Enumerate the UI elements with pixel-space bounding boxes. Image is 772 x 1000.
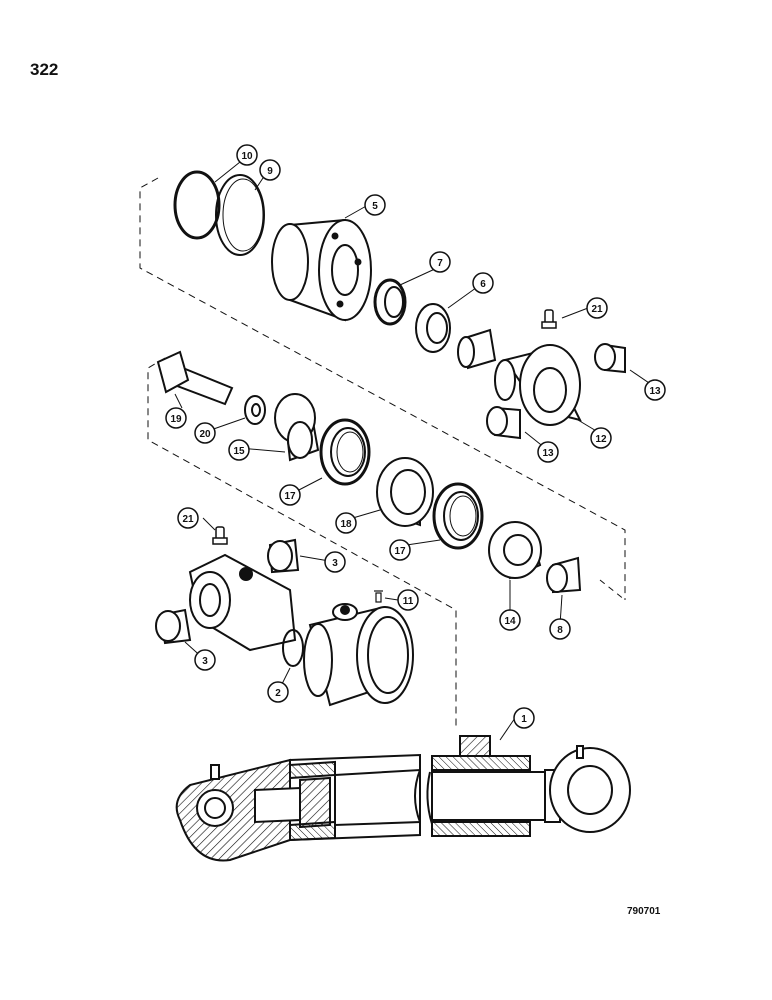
gland-part-5 — [271, 218, 372, 322]
dashed-group-outline-upper — [139, 177, 626, 600]
callout-label: 21 — [182, 514, 194, 525]
callout-8: 8 — [549, 618, 571, 640]
callout-label: 9 — [267, 166, 273, 177]
callout-19: 19 — [165, 407, 187, 429]
callout-label: 8 — [557, 625, 563, 636]
callout-label: 17 — [284, 491, 296, 502]
callout-label: 19 — [170, 414, 182, 425]
callout-14: 14 — [499, 609, 521, 631]
callout-11: 11 — [397, 589, 419, 611]
callout-label: 17 — [394, 546, 406, 557]
assembled-cylinder-section — [175, 735, 631, 862]
grease-fitting-part-21-lower — [212, 526, 228, 545]
callout-label: 10 — [241, 151, 253, 162]
callout-10: 10 — [236, 144, 258, 166]
callout-9: 9 — [259, 159, 281, 181]
plug-part-11 — [374, 590, 383, 603]
callout-label: 20 — [199, 429, 211, 440]
bolt-part-19 — [156, 350, 234, 406]
callout-7: 7 — [429, 251, 451, 273]
page-number: 322 — [30, 60, 59, 79]
bushing-part-3-lower — [155, 608, 192, 645]
callout-21-lower: 21 — [177, 507, 199, 529]
piston-seal-part-17-left — [319, 418, 371, 486]
callout-label: 2 — [275, 688, 281, 699]
callout-21-upper: 21 — [586, 297, 608, 319]
bushing-part-13-right — [594, 343, 626, 374]
callout-label: 14 — [504, 616, 516, 627]
bushing-part-3-upper — [267, 538, 300, 574]
callout-label: 21 — [591, 304, 603, 315]
callout-3-upper: 3 — [324, 551, 346, 573]
callout-1: 1 — [513, 707, 535, 729]
washer-part-20 — [244, 395, 266, 425]
callout-6: 6 — [472, 272, 494, 294]
piston-seal-part-17-right — [432, 482, 484, 550]
callout-2: 2 — [267, 681, 289, 703]
rod-end-spacer — [457, 328, 497, 370]
callout-17-right: 17 — [389, 539, 411, 561]
wiper-part-6 — [415, 303, 451, 353]
callout-17-left: 17 — [279, 484, 301, 506]
callout-5: 5 — [364, 194, 386, 216]
callout-13-left: 13 — [537, 441, 559, 463]
piston-part-18 — [376, 457, 434, 527]
callout-3-lower: 3 — [194, 649, 216, 671]
callout-label: 5 — [372, 201, 378, 212]
grease-fitting-part-21-upper — [541, 309, 557, 329]
callout-label: 15 — [233, 446, 245, 457]
wear-ring-part-14 — [488, 521, 542, 580]
callout-15: 15 — [228, 439, 250, 461]
backup-ring-part-9 — [215, 174, 265, 256]
callout-label: 1 — [521, 714, 527, 725]
rod-seal-part-7 — [373, 278, 407, 326]
piston-nut-part-15 — [274, 393, 320, 462]
callout-label: 11 — [403, 596, 414, 607]
spacer-part-8 — [546, 556, 582, 594]
callout-label: 18 — [340, 519, 352, 530]
o-ring-part-2 — [282, 629, 304, 667]
callout-20: 20 — [194, 422, 216, 444]
callout-bubbles: 10 9 5 7 6 21 13 13 12 19 20 15 17 18 17… — [165, 144, 666, 729]
cylinder-base-cap — [188, 553, 297, 652]
dashed-leader-lines — [599, 579, 626, 601]
callout-13-right: 13 — [644, 379, 666, 401]
bushing-part-13-left — [486, 406, 521, 440]
callout-label: 6 — [480, 279, 486, 290]
cylinder-barrel — [303, 603, 414, 707]
dashed-group-outline-middle — [147, 357, 457, 730]
callout-18: 18 — [335, 512, 357, 534]
rod-eye-part-12 — [494, 344, 582, 426]
snap-ring-part-10 — [173, 170, 221, 240]
callout-12: 12 — [590, 427, 612, 449]
callout-label: 12 — [595, 434, 607, 445]
callout-label: 3 — [202, 656, 208, 667]
callout-label: 13 — [542, 448, 554, 459]
callout-label: 7 — [437, 258, 443, 269]
callout-label: 13 — [649, 386, 661, 397]
drawing-code: 790701 — [627, 906, 661, 917]
callout-label: 3 — [332, 558, 338, 569]
